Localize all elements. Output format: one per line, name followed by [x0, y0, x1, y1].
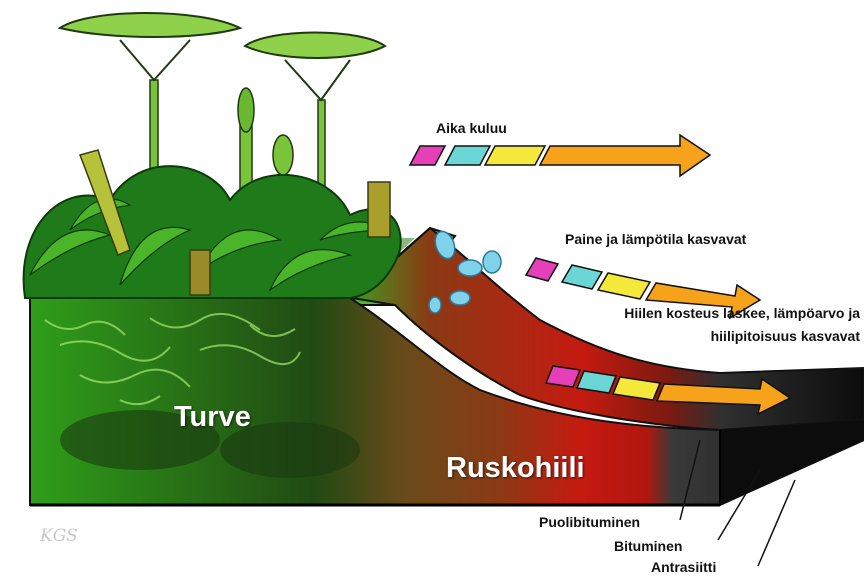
time-arrow-label: Aika kuluu	[436, 120, 507, 136]
layer-label-turve: Turve	[174, 401, 251, 434]
kgs-logo-watermark: KGS	[40, 526, 78, 546]
prehistoric-forest	[24, 13, 401, 298]
layer-label-puolibituminen: Puolibituminen	[539, 514, 640, 530]
pressure-temperature-label: Paine ja lämpötila kasvavat	[565, 231, 746, 247]
coal-properties-label-line1: Hiilen kosteus laskee, lämpöarvo ja	[624, 305, 860, 321]
layer-label-bituminen: Bituminen	[614, 538, 682, 554]
coal-properties-label-line2: hiilipitoisuus kasvavat	[711, 328, 860, 344]
layer-label-antrasiitti: Antrasiitti	[651, 559, 716, 575]
time-arrow	[410, 135, 710, 176]
layer-label-ruskohiili: Ruskohiili	[446, 452, 585, 485]
